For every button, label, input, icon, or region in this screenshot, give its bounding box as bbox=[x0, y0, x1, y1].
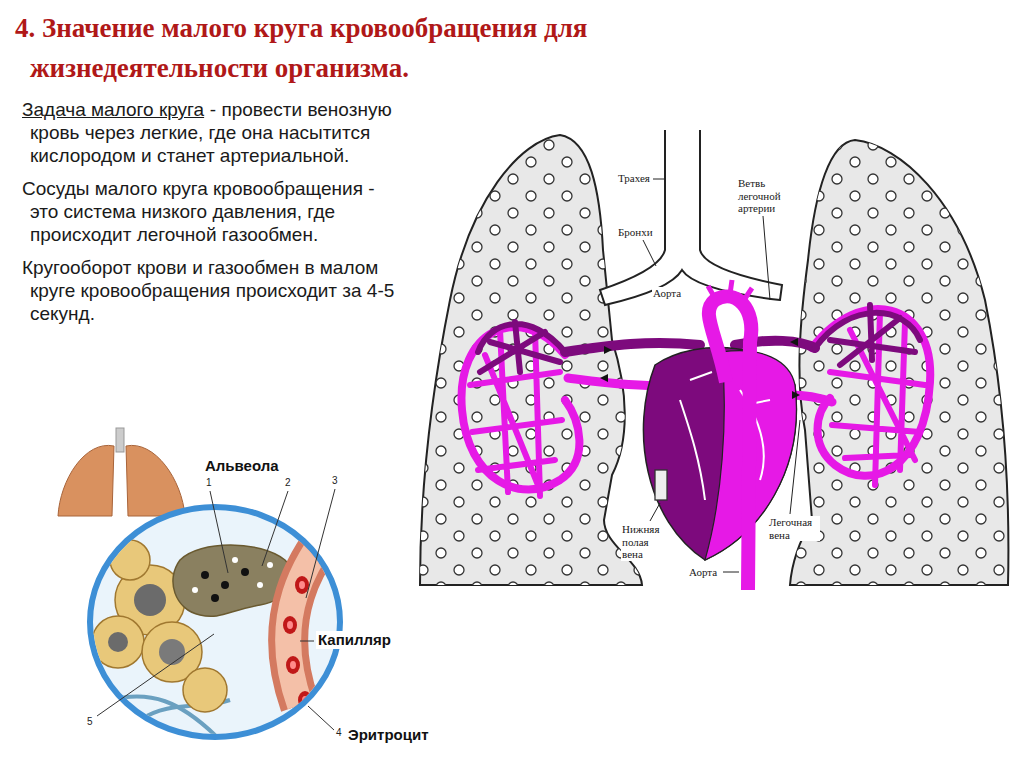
right-vessel-network bbox=[815, 305, 920, 365]
paragraph-text: Сосуды малого круга кровообращения - это… bbox=[22, 178, 375, 245]
alveolus-inset bbox=[288, 505, 352, 705]
small-lungs bbox=[126, 445, 185, 516]
alveolus-inset bbox=[108, 632, 128, 652]
part-label: Аорта bbox=[688, 566, 718, 579]
flow-arrow bbox=[604, 346, 612, 354]
part-label: Бронхи bbox=[617, 226, 654, 239]
callout-number: 2 bbox=[284, 477, 292, 489]
leader-line bbox=[763, 216, 770, 300]
alveolus-inset bbox=[134, 584, 166, 616]
callout-number: 5 bbox=[86, 716, 94, 728]
alveolus-inset bbox=[201, 571, 209, 579]
leader-line bbox=[262, 491, 288, 566]
slide-title: 4. Значение малого круга кровообращения … bbox=[0, 8, 790, 88]
alveolus-inset bbox=[287, 621, 293, 629]
part-label: Нижняя полая вена bbox=[621, 523, 667, 561]
alveolus-inset bbox=[183, 668, 227, 712]
right-lung bbox=[790, 140, 1008, 585]
part-label: Альвеола bbox=[203, 457, 281, 475]
text-column: Задача малого круга- провести венозную к… bbox=[22, 98, 404, 335]
leader-line bbox=[653, 179, 664, 180]
right-lung bbox=[790, 140, 1008, 585]
callout-number: 1 bbox=[205, 477, 213, 489]
leader-line bbox=[723, 572, 739, 573]
alveolus-inset bbox=[290, 661, 296, 669]
alveolus-inset bbox=[92, 616, 144, 668]
alveolus-inset bbox=[267, 562, 273, 568]
heart bbox=[655, 470, 667, 500]
alveolus-inset bbox=[232, 557, 238, 563]
leader-line bbox=[210, 491, 228, 573]
leader-line bbox=[790, 420, 800, 514]
alveolus-inset bbox=[298, 691, 312, 709]
leader-line bbox=[306, 489, 335, 598]
callout-number: 3 bbox=[331, 475, 339, 487]
part-label: Ветвь легочной артерии bbox=[737, 177, 791, 215]
small-lungs bbox=[116, 428, 124, 452]
alveolus-inset bbox=[299, 581, 305, 589]
right-lung bbox=[790, 140, 1008, 585]
alveolus-inset bbox=[286, 656, 300, 674]
leader-line bbox=[308, 706, 334, 730]
small-lungs bbox=[58, 445, 114, 516]
leader-line bbox=[650, 503, 660, 521]
alveolus-inset bbox=[257, 582, 263, 588]
alveolus-inset bbox=[295, 576, 309, 594]
left-vessel-network bbox=[565, 343, 700, 352]
paragraph-lead: Задача малого круга bbox=[22, 99, 204, 120]
left-lung bbox=[420, 135, 642, 585]
alveolus-inset bbox=[241, 568, 249, 576]
trachea bbox=[600, 130, 782, 305]
heart bbox=[708, 280, 752, 300]
part-label: Трахея bbox=[617, 172, 651, 185]
flow-arrow bbox=[790, 338, 798, 346]
part-label: Эритроцит bbox=[346, 726, 431, 744]
alveolus-inset bbox=[211, 594, 219, 602]
flow-arrow bbox=[792, 391, 800, 399]
trachea bbox=[600, 130, 782, 305]
paragraph-text: Кругооборот крови и газообмен в малом кр… bbox=[22, 257, 394, 324]
leader-line bbox=[97, 634, 214, 716]
callout-number: 4 bbox=[335, 727, 343, 739]
text-paragraph: Кругооборот крови и газообмен в малом кр… bbox=[22, 256, 404, 325]
heart bbox=[709, 296, 751, 590]
alveolus-inset bbox=[221, 581, 229, 589]
text-paragraph: Задача малого круга- провести венозную к… bbox=[22, 98, 404, 167]
leader-line bbox=[97, 489, 335, 730]
part-label: Легочная вена bbox=[768, 516, 820, 541]
leader-line bbox=[643, 179, 800, 572]
alveolus-inset bbox=[322, 541, 328, 549]
leader-line bbox=[300, 641, 314, 642]
flow-arrow bbox=[600, 374, 608, 382]
part-label: Аорта bbox=[652, 287, 682, 300]
text-paragraph: Сосуды малого круга кровообращения - это… bbox=[22, 177, 404, 246]
alveolus-inset bbox=[288, 505, 352, 705]
alveolus-inset bbox=[159, 639, 185, 665]
alveolus-inset bbox=[92, 505, 352, 740]
left-lung bbox=[420, 135, 642, 585]
flow-arrow bbox=[600, 338, 800, 399]
part-label: Капилляр bbox=[316, 631, 393, 649]
alveolus-inset bbox=[283, 616, 297, 634]
leader-line bbox=[643, 240, 656, 266]
left-vessel-network bbox=[478, 322, 565, 372]
small-lungs bbox=[58, 428, 185, 516]
alveolus-inset bbox=[110, 540, 150, 580]
alveolus-inset bbox=[302, 696, 308, 704]
left-lung bbox=[420, 135, 642, 585]
alveolus-inset bbox=[192, 587, 198, 593]
